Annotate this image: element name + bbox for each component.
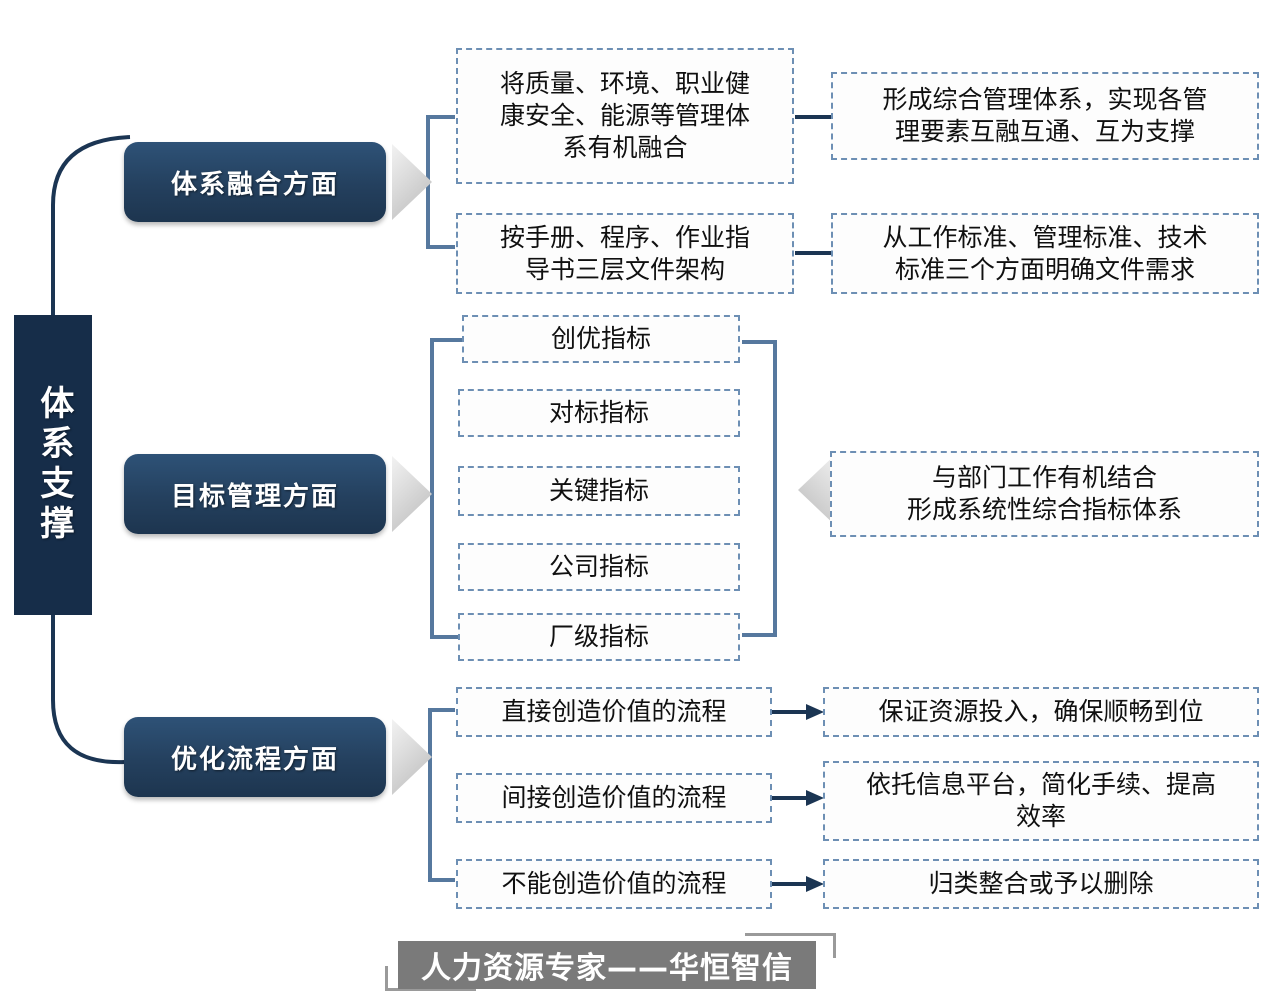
footer-bracket-top-right bbox=[745, 933, 836, 958]
footer-bracket-bottom-left bbox=[385, 966, 476, 991]
source-box-2-1: 间接创造价值的流程 bbox=[456, 773, 772, 823]
indicator-label-3: 公司指标 bbox=[548, 552, 649, 581]
branch-pill-label-1: 目标管理方面 bbox=[170, 481, 339, 512]
target-box-text-0-1: 从工作标准、管理标准、技术 标准三个方面明确文件需求 bbox=[882, 222, 1208, 284]
source-box-0-0: 将质量、环境、职业健 康安全、能源等管理体 系有机融合 bbox=[456, 48, 794, 184]
indicator-box-1: 对标指标 bbox=[458, 389, 740, 437]
branch-pill-1[interactable]: 目标管理方面 bbox=[124, 454, 386, 534]
footer-banner: 人力资源专家——华恒智信 bbox=[398, 941, 816, 989]
target-box-2-1: 依托信息平台，简化手续、提高 效率 bbox=[823, 761, 1259, 841]
target-box-text-2-1: 依托信息平台，简化手续、提高 效率 bbox=[865, 770, 1216, 831]
spine-label: 体系支撑 bbox=[33, 385, 74, 545]
indicator-label-4: 厂级指标 bbox=[548, 622, 649, 651]
summary-box-text-1: 与部门工作有机结合 形成系统性综合指标体系 bbox=[906, 463, 1182, 524]
chevron-right-icon-1 bbox=[392, 456, 432, 532]
spine-block: 体系支撑 bbox=[14, 315, 92, 615]
branch-pill-label-0: 体系融合方面 bbox=[170, 169, 339, 200]
footer-label: 人力资源专家——华恒智信 bbox=[421, 951, 793, 986]
target-box-0-0: 形成综合管理体系，实现各管 理要素互融互通、互为支撑 bbox=[831, 72, 1259, 160]
target-box-2-2: 归类整合或予以删除 bbox=[823, 859, 1259, 909]
branch-pill-2[interactable]: 优化流程方面 bbox=[124, 717, 386, 797]
branch-pill-label-2: 优化流程方面 bbox=[170, 744, 339, 775]
target-box-text-0-0: 形成综合管理体系，实现各管 理要素互融互通、互为支撑 bbox=[882, 85, 1208, 146]
source-box-text-2-0: 直接创造价值的流程 bbox=[501, 697, 727, 726]
source-box-text-0-0: 将质量、环境、职业健 康安全、能源等管理体 系有机融合 bbox=[499, 69, 750, 162]
branch-pill-0[interactable]: 体系融合方面 bbox=[124, 142, 386, 222]
indicator-box-4: 厂级指标 bbox=[458, 613, 740, 661]
source-box-text-0-1: 按手册、程序、作业指 导书三层文件架构 bbox=[499, 222, 750, 284]
target-box-text-2-2: 归类整合或予以删除 bbox=[928, 869, 1154, 898]
chevron-right-icon-2 bbox=[392, 719, 432, 795]
indicator-box-0: 创优指标 bbox=[462, 315, 740, 363]
source-box-2-0: 直接创造价值的流程 bbox=[456, 687, 772, 737]
source-box-0-1: 按手册、程序、作业指 导书三层文件架构 bbox=[456, 213, 794, 294]
source-box-text-2-1: 间接创造价值的流程 bbox=[501, 783, 727, 812]
target-box-0-1: 从工作标准、管理标准、技术 标准三个方面明确文件需求 bbox=[831, 213, 1259, 294]
summary-box-1: 与部门工作有机结合 形成系统性综合指标体系 bbox=[830, 451, 1259, 537]
target-box-text-2-0: 保证资源投入，确保顺畅到位 bbox=[878, 697, 1204, 726]
indicator-box-3: 公司指标 bbox=[458, 543, 740, 591]
indicator-label-2: 关键指标 bbox=[548, 476, 649, 505]
source-box-2-2: 不能创造价值的流程 bbox=[456, 859, 772, 909]
source-box-text-2-2: 不能创造价值的流程 bbox=[501, 869, 727, 898]
indicator-label-1: 对标指标 bbox=[548, 398, 649, 427]
indicator-box-2: 关键指标 bbox=[458, 466, 740, 516]
chevron-right-icon-0 bbox=[392, 144, 432, 220]
target-box-2-0: 保证资源投入，确保顺畅到位 bbox=[823, 687, 1259, 737]
indicator-label-0: 创优指标 bbox=[550, 324, 651, 353]
